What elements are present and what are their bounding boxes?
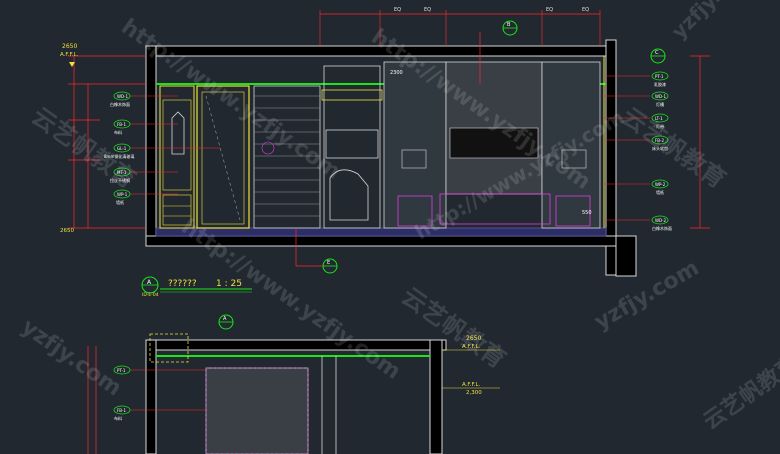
ffl-label-b-2: A.F.F.L. <box>462 382 481 388</box>
material-tag: FB-1 布料 <box>113 119 178 135</box>
tag-code: WP-1 <box>117 192 128 197</box>
tag-code: PT-1 <box>117 368 126 373</box>
tag-code: WD-1 <box>117 94 128 99</box>
tag-note: 灯槽 <box>656 101 664 107</box>
ffl-height-a: 2650 <box>62 43 77 50</box>
tag-note: 拉丝不锈钢 <box>110 177 130 183</box>
watermark-url-short: yzfjy.com <box>667 0 759 44</box>
slatted-wall-panel <box>253 85 321 229</box>
tag-note: 8mm钢化清玻璃 <box>104 153 134 159</box>
title-mark: A <box>147 279 152 286</box>
section-marker-right: C <box>650 48 666 64</box>
ref-mark-b: A <box>223 316 227 322</box>
section-ref-e: E <box>327 260 330 266</box>
material-tag: WP-1 墙纸 <box>113 189 178 205</box>
top-dim-label-1: EQ <box>394 7 401 13</box>
top-dim-label-2: EQ <box>424 7 431 13</box>
section-ref-c: C <box>655 50 659 56</box>
section-marker-bottom: E <box>295 228 338 274</box>
elevation-b-ref: A <box>218 314 234 330</box>
section-ref-b: B <box>507 22 511 28</box>
ffl-label-a: A.F.F.L. <box>60 52 79 58</box>
tag-code: WD-2 <box>655 218 666 223</box>
material-tag: MT-1 拉丝不锈钢 <box>110 167 178 183</box>
top-dimension: EQ EQ EQ EQ <box>319 7 601 46</box>
right-material-tags: PT-1 乳胶漆 WD-1 灯槽 LT-1 灯带 FB-2 床头软包 WP-2 … <box>604 71 672 231</box>
material-tag: WD-1 白橡木饰面 <box>110 91 178 107</box>
tag-note: 灯带 <box>656 123 664 129</box>
tag-code: WD-1 <box>655 94 666 99</box>
watermark-brand: 云艺帆教育 <box>617 102 731 194</box>
bed-wall <box>383 56 605 229</box>
watermark-url-short: yzfjy.com <box>17 314 126 401</box>
floor-level-a: 2650 <box>60 228 74 234</box>
ffl-height-b-2: 2,300 <box>466 390 482 396</box>
elevation-b-walls <box>145 333 447 454</box>
tag-note: 布料 <box>114 415 122 421</box>
title-scale: 1 : 25 <box>216 279 242 289</box>
tag-code: FB-2 <box>655 138 664 143</box>
tag-code: PT-1 <box>655 74 664 79</box>
drawing-title: A ID-E-04 ?????? 1 : 25 <box>141 276 252 298</box>
ffl-height-b: 2650 <box>466 335 481 342</box>
material-tag: GL-1 8mm钢化清玻璃 <box>104 143 220 159</box>
dim-2300: 2300 <box>390 70 403 76</box>
elevation-b-left-dim <box>87 346 97 454</box>
title-text: ?????? <box>168 279 197 289</box>
left-material-tags: WD-1 白橡木饰面 FB-1 布料 GL-1 8mm钢化清玻璃 MT-1 拉丝… <box>104 91 220 205</box>
tag-note: 墙纸 <box>656 189 664 195</box>
tag-note: 墙纸 <box>116 199 124 205</box>
elevation-a-walls <box>145 39 637 277</box>
tag-note: 床头软包 <box>652 145 668 151</box>
title-sub: ID-E-04 <box>142 292 159 298</box>
tag-note: 布料 <box>114 129 122 135</box>
section-marker-top: B <box>479 20 518 84</box>
tag-code: GL-1 <box>117 146 127 151</box>
tag-code: FB-1 <box>117 122 126 127</box>
tag-note: 白橡木饰面 <box>652 225 672 231</box>
watermark-brand: 云艺帆教育 <box>397 282 511 374</box>
level-marker-icon <box>69 62 75 67</box>
wardrobe <box>159 85 250 229</box>
watermark-brand: 云艺帆教育 <box>699 351 780 435</box>
tag-code: MT-1 <box>117 170 127 175</box>
tag-code: WP-2 <box>655 182 666 187</box>
elevation-b-tags: PT-1 FB-1 布料 <box>113 365 206 421</box>
elevation-b-level-labels: 2650 A.F.F.L. A.F.F.L. 2,300 <box>442 335 500 396</box>
ffl-label-b: A.F.F.L. <box>462 344 481 350</box>
left-dimension <box>68 55 146 229</box>
tag-note: 白橡木饰面 <box>110 101 130 107</box>
tag-code: LT-1 <box>655 116 663 121</box>
tag-note: 乳胶漆 <box>654 81 666 87</box>
right-dimension <box>690 55 710 229</box>
top-dim-label-3: EQ <box>546 7 553 13</box>
top-dim-label-4: EQ <box>582 7 589 13</box>
desk-and-chair <box>321 65 383 229</box>
dim-550: 550 <box>582 210 592 216</box>
tag-code: FB-1 <box>117 408 126 413</box>
